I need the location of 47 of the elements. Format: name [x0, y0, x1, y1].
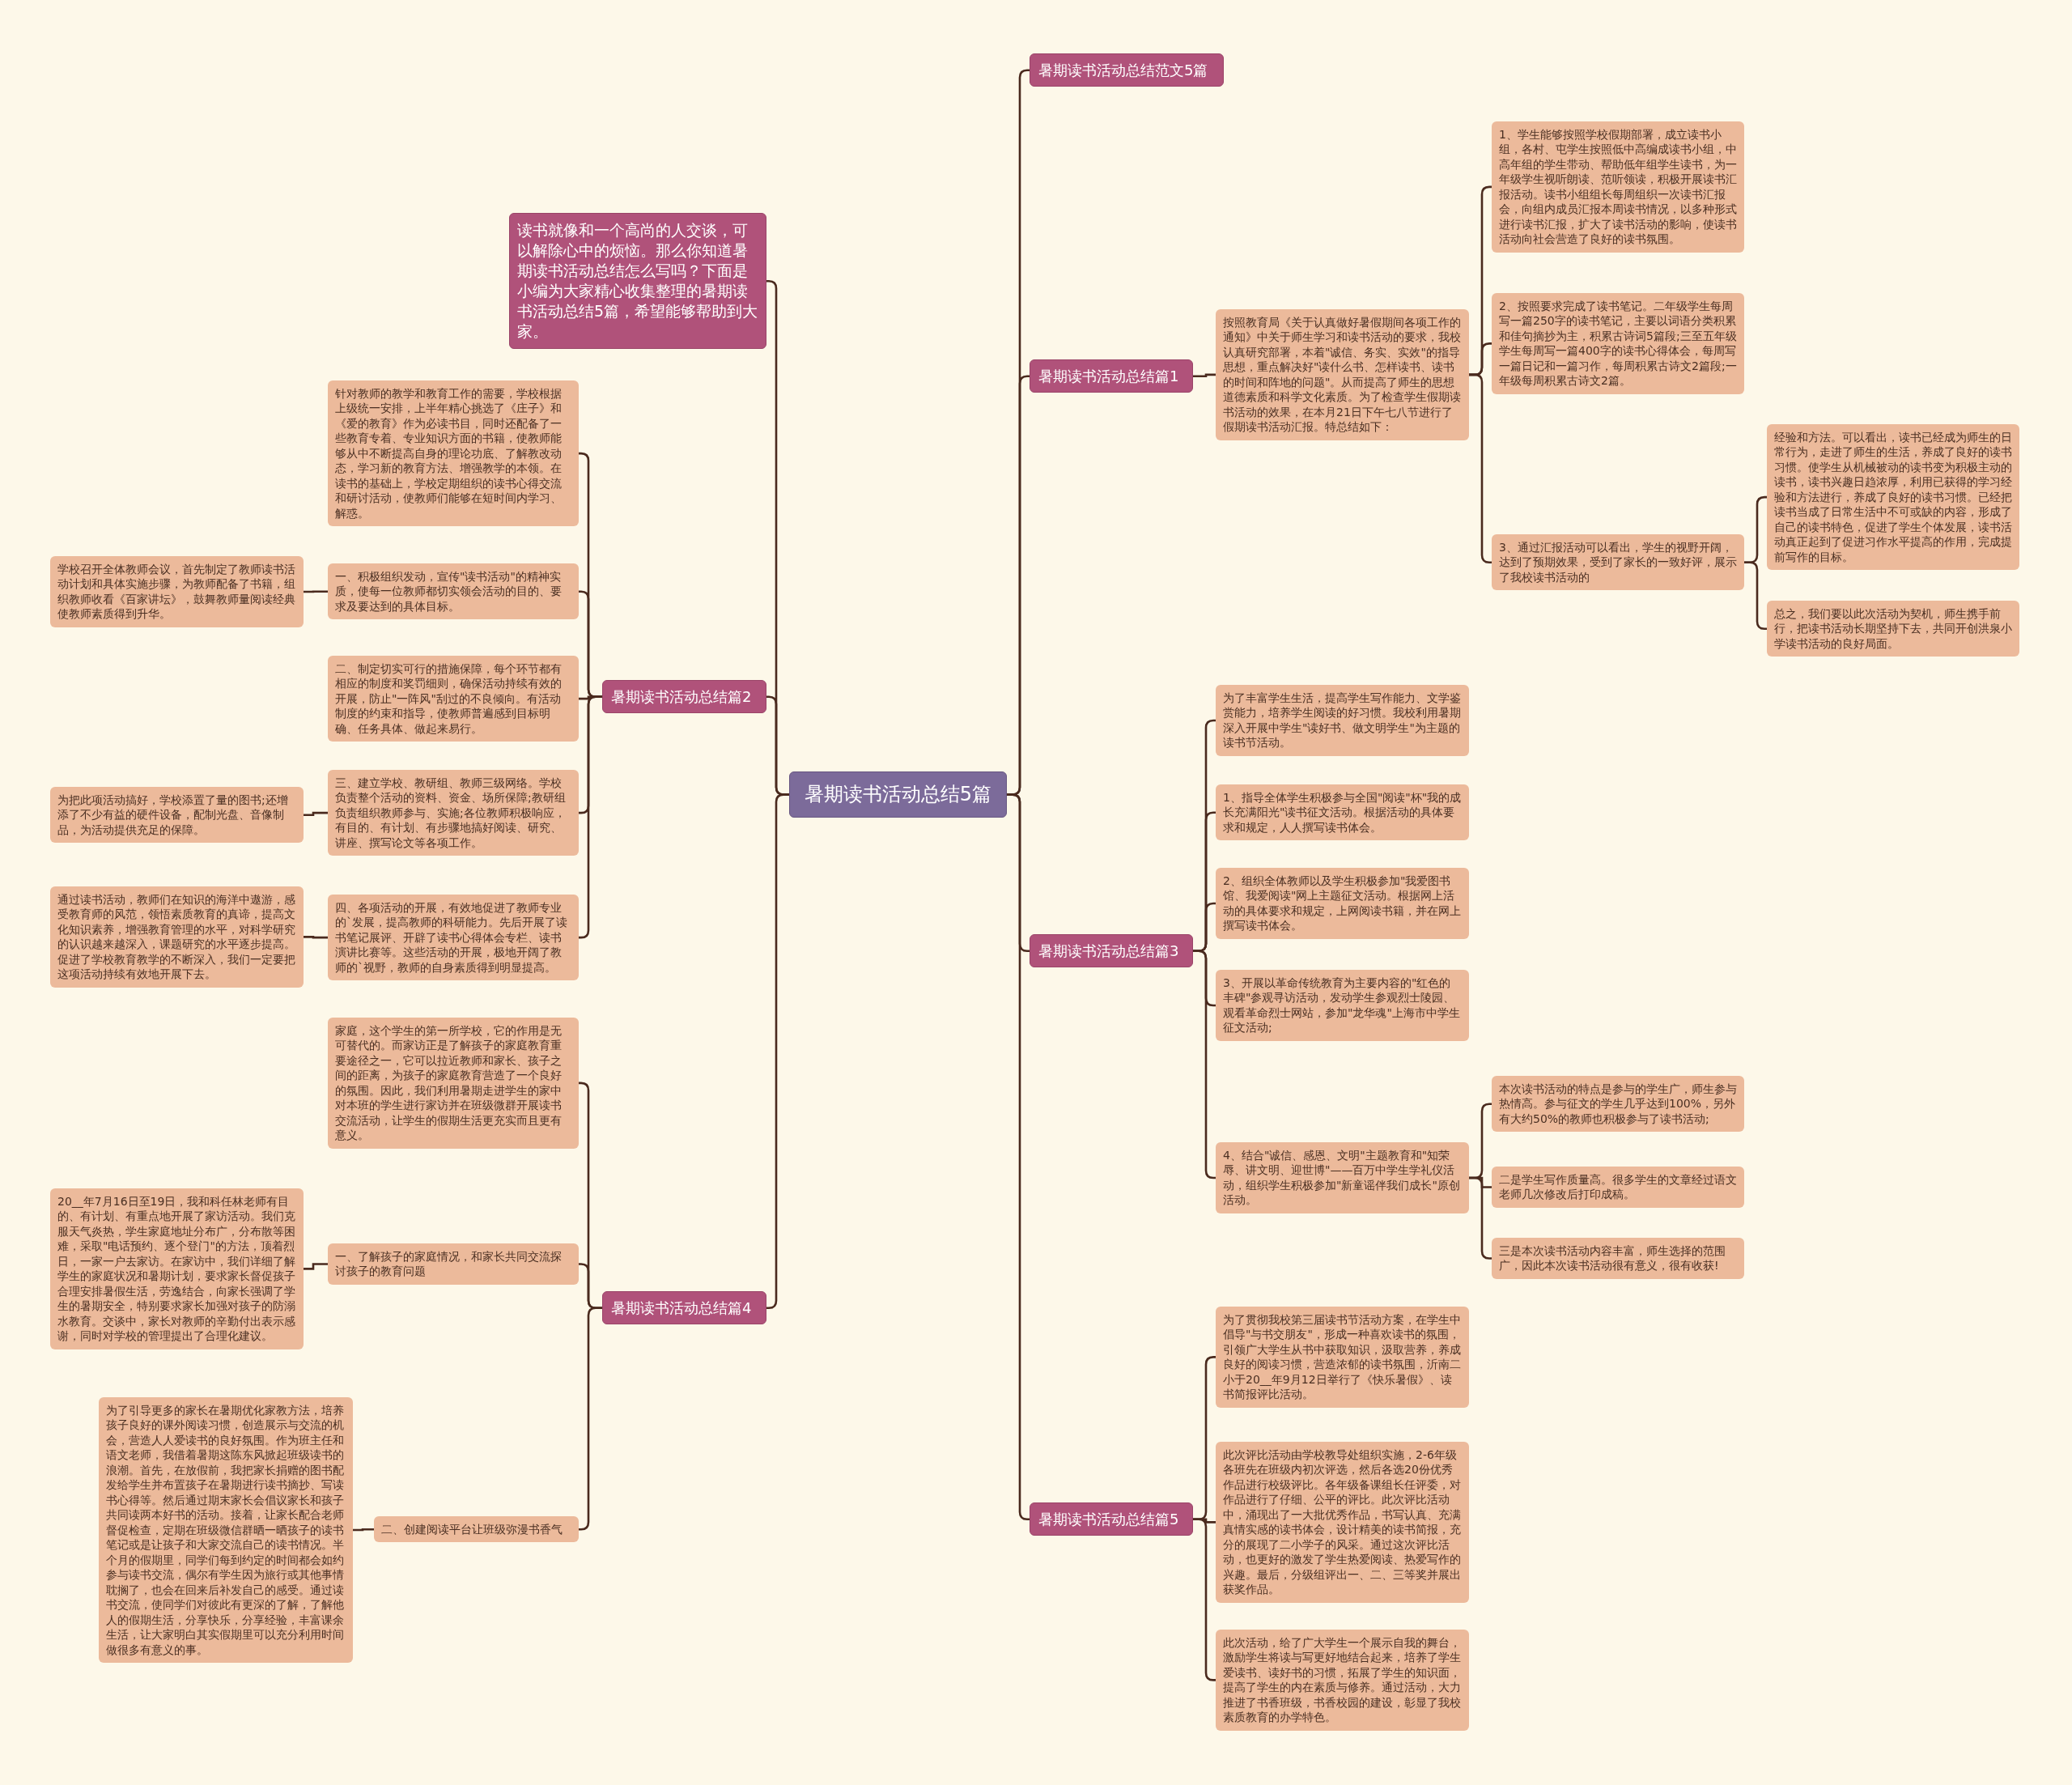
- text-card: 学校召开全体教师会议，首先制定了教师读书活动计划和具体实施步骤，为教师配备了书籍，组织教师收看《百家讲坛》，鼓舞教师量阅读经典使教师素质得到升华。: [50, 556, 304, 627]
- text-card: 为了贯彻我校第三届读书节活动方案，在学生中倡导"与书交朋友"，形成一种喜欢读书的氛围，引领广大学生从书中获取知识，汲取营养，养成良好的阅读习惯，营造浓郁的读书氛围，沂南二小于20__年9月12日举行了《快乐暑假》、读书简报评比活动。: [1216, 1307, 1469, 1408]
- connector-line: [353, 1528, 374, 1532]
- branch-topic: 暑期读书活动总结篇3: [1030, 934, 1193, 968]
- connector-line: [304, 936, 328, 939]
- text-card: 一、积极组织发动，宣传"读书活动"的精神实质，使每一位教师都切实领会活动的目的、要求及要达到的具体目标。: [328, 563, 579, 620]
- branch-topic: 暑期读书活动总结篇4: [602, 1291, 766, 1325]
- connector-line: [1193, 373, 1216, 377]
- text-card: 通过读书活动，教师们在知识的海洋中遨游，感受教育师的风范，领悟素质教育的真谛，提高文化知识素养，增强教育管理的水平，对科学研究的认识越来越深入，课题研究的水平逐步提高。促进了学校教育教学的不断深入，我们一定要把这项活动持续有效地开展下去。: [50, 886, 304, 988]
- connector-line: [304, 590, 328, 593]
- text-card: 1、学生能够按照学校假期部署，成立读书小组，各村、屯学生按照低中高编成读书小组，中高年组的学生带动、帮助低年组学生读书，为一年级学生视听朗读、范听领读，积极开展读书汇报活动。读书小组组长每周组织一次读书汇报会，向组内成员汇报本周读书情况，以多种形式进行读书汇报，扩大了读书活动的影响，使读书活动向社会营造了良好的读书氛围。: [1492, 121, 1744, 253]
- text-card: 此次活动，给了广大学生一个展示自我的舞台，激励学生将读与写更好地结合起来，培养了学生爱读书、读好书的习惯，拓展了学生的知识面，提高了学生的内在素质与修养。通过活动，大力推进了书香班级，书香校园的建设，彰显了我校素质教育的办学特色。: [1216, 1630, 1469, 1731]
- text-card: 针对教师的教学和教育工作的需要，学校根据上级统一安排，上半年精心挑选了《庄子》和《爱的教育》作为必读书目，同时还配备了一些教育专着、专业知识方面的书籍，使教师能够从中不断提高自身的理论功底、了解教改动态，学习新的教育方法、增强教学的本领。在读书的基础上，学校定期组织的读书心得交流和研讨活动，使教师们能够在短时间内学习、解惑。: [328, 380, 579, 527]
- text-card: 四、各项活动的开展，有效地促进了教师专业的`发展，提高教师的科研能力。先后开展了读书笔记展评、开辟了读书心得体会专栏、读书演讲比赛等。这些活动的开展，极地开阔了教师的`视野，教师的自身素质得到明显提高。: [328, 895, 579, 981]
- text-card: 为了引导更多的家长在暑期优化家教方法，培养孩子良好的课外阅读习惯，创造展示与交流的机会，营造人人爱读书的良好氛围。作为班主任和语文老师，我借着暑期这陈东风掀起班级读书的浪潮。首先，在放假前，我把家长捐赠的图书配发给学生并布置孩子在暑期进行读书摘抄、写读书心得等。然后通过期末家长会倡议家长和孩子共同读两本好书的活动。接着，让家长配合老师督促检查，定期在班级微信群晒一晒孩子的读书笔记或是让孩子和大家交流自己的读书情况。半个月的假期里，同学们每到约定的时间都会如约参与读书交流，偶尔有学生因为旅行或其他事情耽搁了，也会在回来后补发自己的感受。通过读书交流，使同学们对彼此有更深的了解，了解他人的假期生活，分享快乐，分享经验，丰富课余生活，让大家明白其实假期里可以充分利用时间做很多有意义的事。: [99, 1397, 353, 1663]
- text-card: 一、了解孩子的家庭情况，和家长共同交流探讨孩子的教育问题: [328, 1243, 579, 1285]
- text-card: 按照教育局《关于认真做好暑假期间各项工作的通知》中关于师生学习和读书活动的要求，我校认真研究部署，本着"诚信、务实、实效"的指导思想，重点解决好"读什么书、怎样读书、读书的时间和阵地的问题"。从而提高了师生的思想道德素质和科学文化素质。为了检查学生假期读书活动的效果，在本月21日下午七八节进行了假期读书活动汇报。特总结如下：: [1216, 309, 1469, 440]
- connector-line: [1744, 561, 1767, 630]
- text-card: 2、按照要求完成了读书笔记。二年级学生每周写一篇250字的读书笔记，主要以词语分类积累和佳句摘抄为主，积累古诗词5篇段;三至五年级学生每周写一篇400字的读书心得体会，每周写一篇日记和一篇习作，每周积累古诗文2篇段;一年级每周积累古诗文2篇。: [1492, 293, 1744, 394]
- text-card: 三、建立学校、教研组、教师三级网络。学校负责整个活动的资料、资金、场所保障;教研组负责组织教师参与、实施;各位教师积极响应，有目的、有计划、有步骤地搞好阅读、研究、讲座、撰写论文等各项工作。: [328, 770, 579, 856]
- text-card: 二、创建阅读平台让班级弥漫书香气: [374, 1516, 579, 1543]
- branch-topic: 暑期读书活动总结范文5篇: [1030, 53, 1224, 87]
- text-card: 本次读书活动的特点是参与的学生广，师生参与热情高。参与征文的学生几乎达到100%，另外有大约50%的教师也积极参与了读书活动;: [1492, 1076, 1744, 1133]
- text-card: 此次评比活动由学校教导处组织实施，2-6年级各班先在班级内初次评选，然后各选20份优秀作品进行校级评比。各年级备课组长任评委，对作品进行了仔细、公平的评比。此次评比活动中，涌现出了一大批优秀作品，书写认真、充满真情实感的读书体会，设计精美的读书简报，充分的展现了二小学子的风采。通过这次评比活动，也更好的激发了学生热爱阅读、热爱写作的兴趣。最后，分级组评出一、二、三等奖并展出获奖作品。: [1216, 1442, 1469, 1603]
- central-topic: 暑期读书活动总结5篇: [789, 771, 1007, 818]
- text-card: 三是本次读书活动内容丰富，师生选择的范围广，因此本次读书活动很有意义，很有收获!: [1492, 1238, 1744, 1279]
- text-card: 家庭，这个学生的第一所学校，它的作用是无可替代的。而家访正是了解孩子的家庭教育重要途径之一，它可以拉近教师和家长、孩子之间的距离，为孩子的家庭教育营造了一个良好的氛围。因此，我们利用暑期走进学生的家中对本班的学生进行家访并在班级微群开展读书交流活动，让学生的假期生活更充实而且更有意义。: [328, 1018, 579, 1149]
- text-card: 为把此项活动搞好，学校添置了量的图书;还增添了不少有益的硬件设备，配制光盘、音像制品，为活动提供充足的保障。: [50, 787, 304, 844]
- text-card: 4、结合"诚信、感恩、文明"主题教育和"知荣辱、讲文明、迎世博"——百万中学生学礼仪活动，组织学生积极参加"新童谣伴我们成长"原创活动。: [1216, 1142, 1469, 1213]
- connector-line: [304, 1263, 328, 1270]
- branch-topic: 暑期读书活动总结篇2: [602, 680, 766, 714]
- text-card: 3、开展以革命传统教育为主要内容的"红色的丰碑"参观寻访活动，发动学生参观烈士陵园、观看革命烈士网站，参加"龙华魂"上海市中学生征文活动;: [1216, 970, 1469, 1041]
- connector-line: [1469, 373, 1492, 563]
- text-card: 经验和方法。可以看出，读书已经成为师生的日常行为，走进了师生的生活，养成了良好的读书习惯。使学生从机械被动的读书变为积极主动的读书，读书兴趣日趋浓厚，利用已获得的学习经验和方法进行，养成了良好的读书习惯。已经把读书当成了日常生活中不可或缺的内容，形成了自己的读书特色，促进了学生个体发展，读书活动真正起到了促进习作水平提高的作用，完成提前写作的目标。: [1767, 424, 2019, 571]
- branch-topic: 暑期读书活动总结篇1: [1030, 359, 1193, 393]
- text-card: 总之，我们要以此次活动为契机，师生携手前行，把读书活动长期坚持下去，共同开创洪泉小学读书活动的良好局面。: [1767, 601, 2019, 657]
- connector-line: [766, 793, 789, 1309]
- text-card: 2、组织全体教师以及学生积极参加"我爱图书馆、我爱阅读"网上主题征文活动。根据网上活动的具体要求和规定，上网阅读书籍，并在网上撰写读书体会。: [1216, 868, 1469, 939]
- text-card: 20__年7月16日至19日，我和科任林老师有目的、有计划、有重点地开展了家访活动。我们克服天气炎热，学生家庭地址分布广，分布散等困难，采取"电话预约、逐个登门"的方法，顶着烈日，一家一户去家访。在家访中，我们详细了解学生的家庭状况和暑期计划，要求家长督促孩子合理安排暑假生活，劳逸结合，向家长强调了学生的暑期安全，特别要求家长加强对孩子的防溺水教育。交谈中，家长对教师的辛勤付出表示感谢，同时对学校的管理提出了合理化建议。: [50, 1188, 304, 1349]
- connector-line: [304, 811, 328, 816]
- text-card: 3、通过汇报活动可以看出，学生的视野开阔，达到了预期效果，受到了家长的一致好评，展示了我校读书活动的: [1492, 534, 1744, 591]
- text-card: 为了丰富学生生活，提高学生写作能力、文学鉴赏能力，培养学生阅读的好习惯。我校利用暑期深入开展中学生"读好书、做文明学生"为主题的读书节活动。: [1216, 685, 1469, 756]
- intro-note: 读书就像和一个高尚的人交谈，可以解除心中的烦恼。那么你知道暑期读书活动总结怎么写吗？下面是小编为大家精心收集整理的暑期读书活动总结5篇，希望能够帮助到大家。: [509, 213, 766, 350]
- branch-topic: 暑期读书活动总结篇5: [1030, 1502, 1193, 1536]
- text-card: 二是学生写作质量高。很多学生的文章经过语文老师几次修改后打印成稿。: [1492, 1167, 1744, 1208]
- text-card: 1、指导全体学生积极参与全国"阅读"杯"我的成长充满阳光"读书征文活动。根据活动的具体要求和规定，人人撰写读书体会。: [1216, 784, 1469, 841]
- text-card: 二、制定切实可行的措施保障，每个环节都有相应的制度和奖罚细则，确保活动持续有效的开展，防止"一阵风"刮过的不良倾向。有活动制度的约束和指导，使教师普遍感到目标明确、任务具体、做起来易行。: [328, 656, 579, 742]
